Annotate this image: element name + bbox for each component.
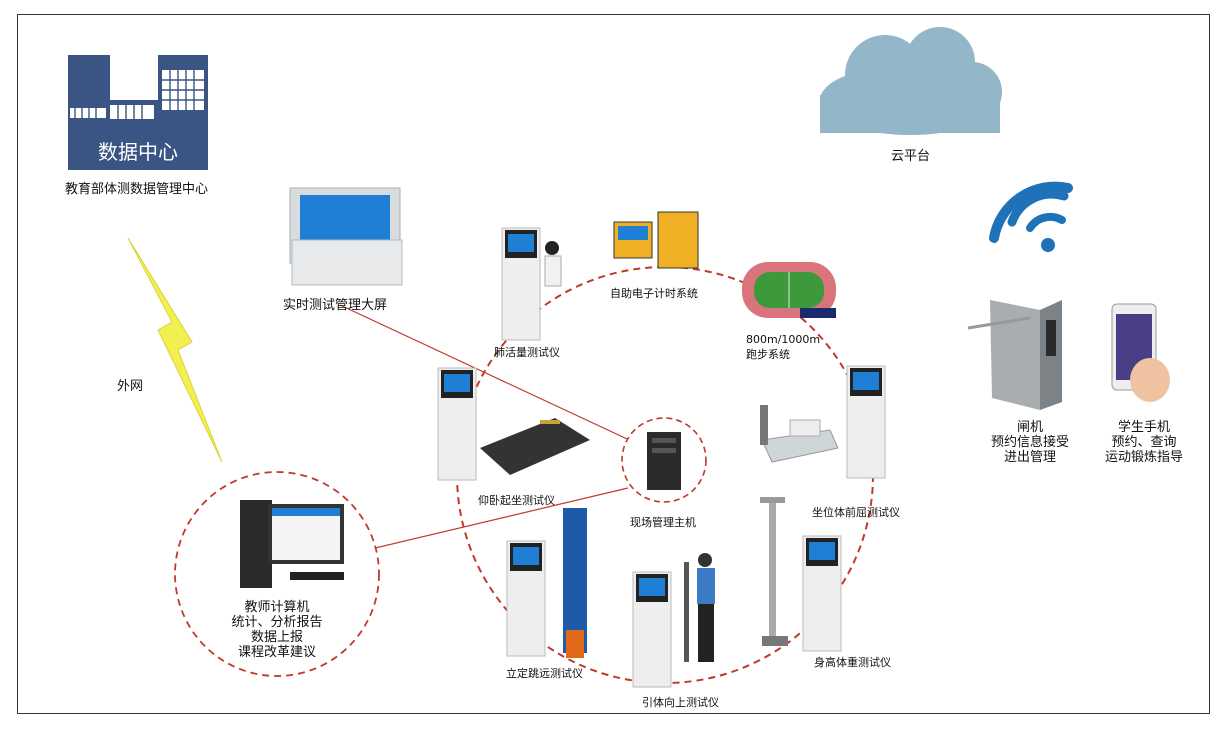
height-weight-label: 身高体重测试仪 xyxy=(814,656,891,669)
kiosk-situps-icon xyxy=(437,367,477,481)
display-screen-label: 实时测试管理大屏 xyxy=(283,298,388,313)
cloud-label: 云平台 xyxy=(891,149,931,164)
pullup-person-icon xyxy=(684,553,715,662)
pc-to-host-link xyxy=(374,487,629,549)
data-center-building-icon xyxy=(68,55,208,170)
height-scale-icon xyxy=(760,497,788,646)
gate-label: 闸机 预约信息接受 进出管理 xyxy=(990,420,1069,465)
kiosk-longjump-icon xyxy=(506,540,546,657)
timing-system-icon xyxy=(613,211,699,269)
data-center-label: 教育部体测数据管理中心 xyxy=(65,182,209,197)
data-center-badge: 数据中心 xyxy=(98,140,178,164)
person-blowing-icon xyxy=(544,241,562,287)
screen-to-host-link xyxy=(339,304,641,446)
running-system-label: 800m/1000m 跑步系统 xyxy=(746,333,821,361)
wifi-icon xyxy=(989,181,1073,252)
cloud-icon xyxy=(820,27,1002,135)
host-label: 现场管理主机 xyxy=(630,516,696,529)
kiosk-heightweight-icon xyxy=(802,535,842,652)
phone-icon xyxy=(1111,303,1170,402)
student-phone-label: 学生手机 预约、查询 运动锻炼指导 xyxy=(1104,420,1183,465)
pullup-label: 引体向上测试仪 xyxy=(642,696,719,709)
timing-system-label: 自助电子计时系统 xyxy=(610,287,698,300)
running-track-icon xyxy=(742,262,836,318)
situp-board-icon xyxy=(480,418,590,475)
host-computer-icon xyxy=(647,432,681,490)
kiosk-pullup-icon xyxy=(632,571,672,688)
teacher-pc-icon xyxy=(240,500,344,588)
teacher-pc-label: 教师计算机 统计、分析报告 数据上报 课程改革建议 xyxy=(231,600,323,660)
diagram-frame xyxy=(17,14,1210,714)
long-jump-mat-icon xyxy=(563,508,587,658)
turnstile-gate-icon xyxy=(967,300,1062,410)
external-network-label: 外网 xyxy=(117,379,144,394)
situps-label: 仰卧起坐测试仪 xyxy=(478,494,555,507)
management-screen-icon xyxy=(289,187,403,286)
sit-reach-label: 坐位体前屈测试仪 xyxy=(812,506,900,519)
lightning-icon xyxy=(127,237,223,463)
kiosk-sitreach-icon xyxy=(846,365,886,479)
lung-capacity-label: 肺活量测试仪 xyxy=(494,346,560,359)
sit-reach-device-icon xyxy=(760,405,839,463)
long-jump-label: 立定跳远测试仪 xyxy=(506,667,583,680)
kiosk-lung-icon xyxy=(501,227,541,341)
